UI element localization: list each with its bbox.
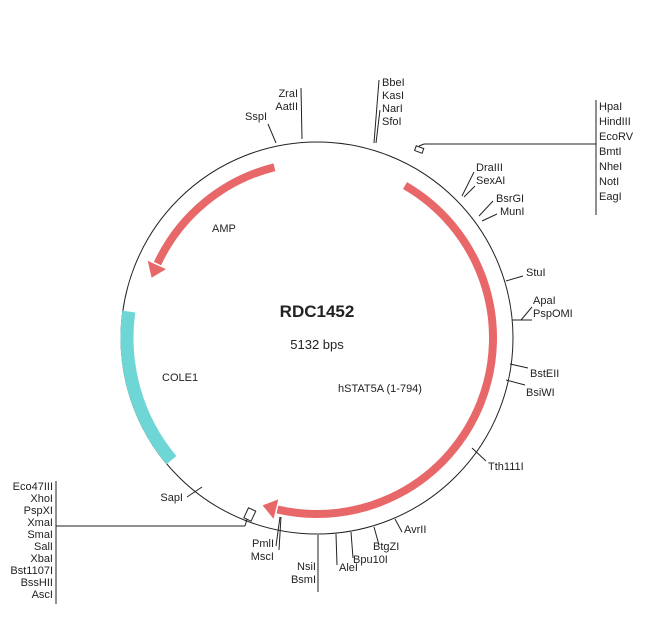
site-group-bbei: BbeI KasI NarI SfoI (382, 77, 405, 128)
svg-text:HindIII: HindIII (599, 116, 631, 128)
site-avrii: AvrII (404, 524, 426, 536)
site-apai: ApaI (533, 295, 556, 307)
svg-text:SalI: SalI (34, 541, 53, 553)
hstat5a-feature-arrowhead (262, 499, 279, 519)
svg-text:Eco47III: Eco47III (13, 481, 53, 493)
site-bsmi: BsmI (291, 574, 316, 586)
cole1-origin-arc (120, 310, 177, 465)
plasmid-name: RDC1452 (280, 302, 355, 321)
site-zrai: ZraI (278, 88, 298, 100)
site-nsii: NsiI (297, 561, 316, 573)
site-bsiwi: BsiWI (526, 387, 555, 399)
svg-text:SfoI: SfoI (382, 116, 402, 128)
feature-label-hstat5a: hSTAT5A (1-794) (338, 383, 422, 395)
svg-text:PspXI: PspXI (24, 505, 53, 517)
site-aatii: AatII (275, 101, 298, 113)
site-sexai: SexAI (476, 175, 505, 187)
svg-text:XbaI: XbaI (30, 553, 53, 565)
svg-text:SmaI: SmaI (27, 529, 53, 541)
svg-text:NarI: NarI (382, 103, 403, 115)
amp-feature-arrowhead (147, 260, 166, 278)
site-bpu10i: Bpu10I (353, 554, 388, 566)
svg-text:BbeI: BbeI (382, 77, 405, 89)
feature-label-cole1: COLE1 (162, 372, 198, 384)
site-msci: MscI (251, 551, 274, 563)
svg-text:AscI: AscI (32, 589, 53, 601)
site-group-mcs1: HpaI HindIII EcoRV BmtI NheI NotI EagI (599, 101, 634, 203)
site-sspi: SspI (245, 111, 267, 123)
site-bsteii: BstEII (530, 368, 559, 380)
site-muni: MunI (500, 206, 524, 218)
site-pmli: PmlI (252, 538, 274, 550)
svg-text:NheI: NheI (599, 161, 622, 173)
site-stui: StuI (526, 267, 546, 279)
amp-feature-arc (153, 163, 276, 266)
site-btgzi: BtgZI (373, 541, 399, 553)
svg-text:EcoRV: EcoRV (599, 131, 634, 143)
svg-text:BssHII: BssHII (21, 577, 53, 589)
feature-label-amp: AMP (212, 223, 236, 235)
svg-text:BmtI: BmtI (599, 146, 622, 158)
site-bsrgi: BsrGI (496, 193, 524, 205)
site-group-mcs2: Eco47III XhoI PspXI XmaI SmaI SalI XbaI … (10, 481, 53, 601)
svg-text:NotI: NotI (599, 176, 619, 188)
svg-text:XhoI: XhoI (30, 493, 53, 505)
svg-text:EagI: EagI (599, 191, 622, 203)
svg-text:Bst1107I: Bst1107I (10, 565, 53, 577)
hstat5a-feature-arc (276, 182, 497, 518)
site-pspomi: PspOMI (533, 308, 573, 320)
plasmid-size: 5132 bps (290, 337, 344, 352)
svg-text:XmaI: XmaI (27, 517, 53, 529)
svg-text:KasI: KasI (382, 90, 404, 102)
svg-text:HpaI: HpaI (599, 101, 622, 113)
site-alei: AleI (339, 562, 358, 574)
site-draiii: DraIII (476, 162, 503, 174)
mcs-box-2 (55, 481, 257, 604)
mcs-box-1 (413, 100, 597, 215)
site-sapi: SapI (160, 492, 183, 504)
site-tth111i: Tth111I (488, 461, 524, 473)
